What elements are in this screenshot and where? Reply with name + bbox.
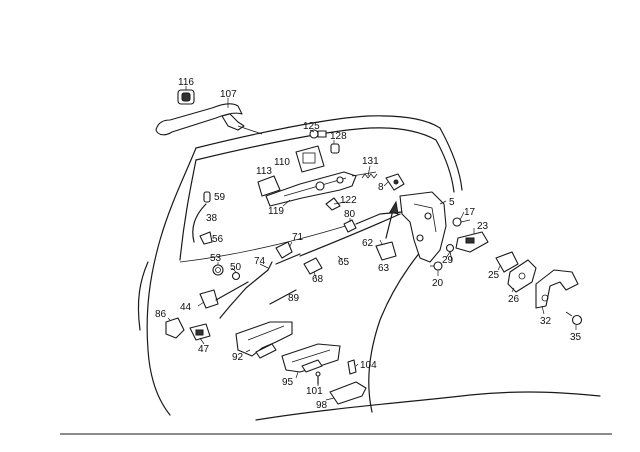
callout-32: 32 (540, 316, 552, 327)
callout-125: 125 (303, 121, 320, 132)
part-25-pad (495, 251, 519, 273)
leader-lines (167, 86, 577, 401)
part-125-bolt (309, 129, 327, 139)
part-17-screw (452, 217, 471, 227)
callout-71: 71 (292, 232, 304, 243)
part-23-striker (455, 231, 489, 253)
callout-95: 95 (282, 377, 294, 388)
callout-131: 131 (362, 156, 379, 167)
part-122-clip (325, 197, 341, 211)
callout-98: 98 (316, 400, 328, 411)
part-107-handle-bar (155, 103, 263, 136)
part-20-screw (430, 261, 443, 271)
callout-74: 74 (254, 256, 266, 267)
callout-63: 63 (378, 263, 390, 274)
callout-35: 35 (570, 332, 582, 343)
callout-23: 23 (477, 221, 489, 232)
callout-86: 86 (155, 309, 167, 320)
part-119-linkage-assembly (265, 171, 377, 207)
part-71-clip (275, 241, 293, 259)
callout-68: 68 (312, 274, 324, 285)
part-50-knob (231, 271, 241, 281)
arrow-indicator (385, 200, 399, 239)
part-131-spring (361, 173, 378, 179)
part-47-key-lock (189, 323, 211, 341)
part-104-clip (347, 359, 357, 375)
callout-29: 29 (442, 255, 454, 266)
callout-26: 26 (508, 294, 520, 305)
callout-122: 122 (340, 195, 357, 206)
part-65-rod (299, 213, 401, 257)
part-63-clamp (375, 241, 397, 261)
callout-5: 5 (449, 197, 455, 208)
callout-labels: 116 107 125 128 110 113 131 8 5 119 122 … (155, 77, 582, 411)
callout-119: 119 (268, 206, 284, 217)
callout-116: 116 (178, 77, 194, 88)
callout-20: 20 (432, 278, 444, 289)
part-53-knob (212, 264, 224, 276)
part-80-clip (343, 219, 357, 233)
part-113-lock-housing (257, 175, 281, 197)
callout-47: 47 (198, 344, 210, 355)
part-38-cable (192, 203, 207, 243)
part-116-cap (177, 89, 195, 105)
callout-50: 50 (230, 262, 242, 273)
callout-128: 128 (330, 131, 347, 142)
vehicle-body-outline (137, 115, 601, 421)
part-68-clip (303, 257, 323, 275)
callout-59: 59 (214, 192, 226, 203)
callout-92: 92 (232, 352, 244, 363)
callout-101: 101 (306, 386, 323, 397)
callout-104: 104 (360, 360, 377, 371)
part-128-clip (330, 143, 340, 154)
callout-38: 38 (206, 213, 218, 224)
callout-113: 113 (256, 166, 272, 177)
part-26-plate (507, 259, 537, 293)
part-89-rod (269, 289, 297, 305)
part-35-bolt (565, 311, 583, 326)
callout-62: 62 (362, 238, 374, 249)
part-5-latch-assembly (355, 191, 447, 263)
callout-110: 110 (274, 157, 290, 168)
part-29-bolt (445, 243, 455, 263)
callout-65: 65 (338, 257, 350, 268)
part-95-inner-handle (281, 343, 341, 373)
callout-8: 8 (378, 182, 384, 193)
callout-44: 44 (180, 302, 192, 313)
part-110-bracket (295, 145, 325, 173)
part-74-rod (219, 253, 301, 319)
part-32-bracket (535, 269, 579, 309)
part-86-housing (165, 317, 185, 339)
part-44-lock-cylinder (199, 281, 249, 309)
part-8-switch (385, 173, 405, 191)
part-98-cover (329, 381, 367, 405)
callout-80: 80 (344, 209, 356, 220)
part-56-clip (199, 231, 213, 245)
callout-17: 17 (464, 207, 476, 218)
callout-107: 107 (220, 89, 237, 100)
callout-56: 56 (212, 234, 224, 245)
callout-25: 25 (488, 270, 500, 281)
callout-89: 89 (288, 293, 300, 304)
part-101-pin (315, 371, 321, 385)
callout-53: 53 (210, 253, 222, 264)
part-59-bushing (203, 191, 211, 203)
part-92-inner-handle (235, 321, 293, 359)
